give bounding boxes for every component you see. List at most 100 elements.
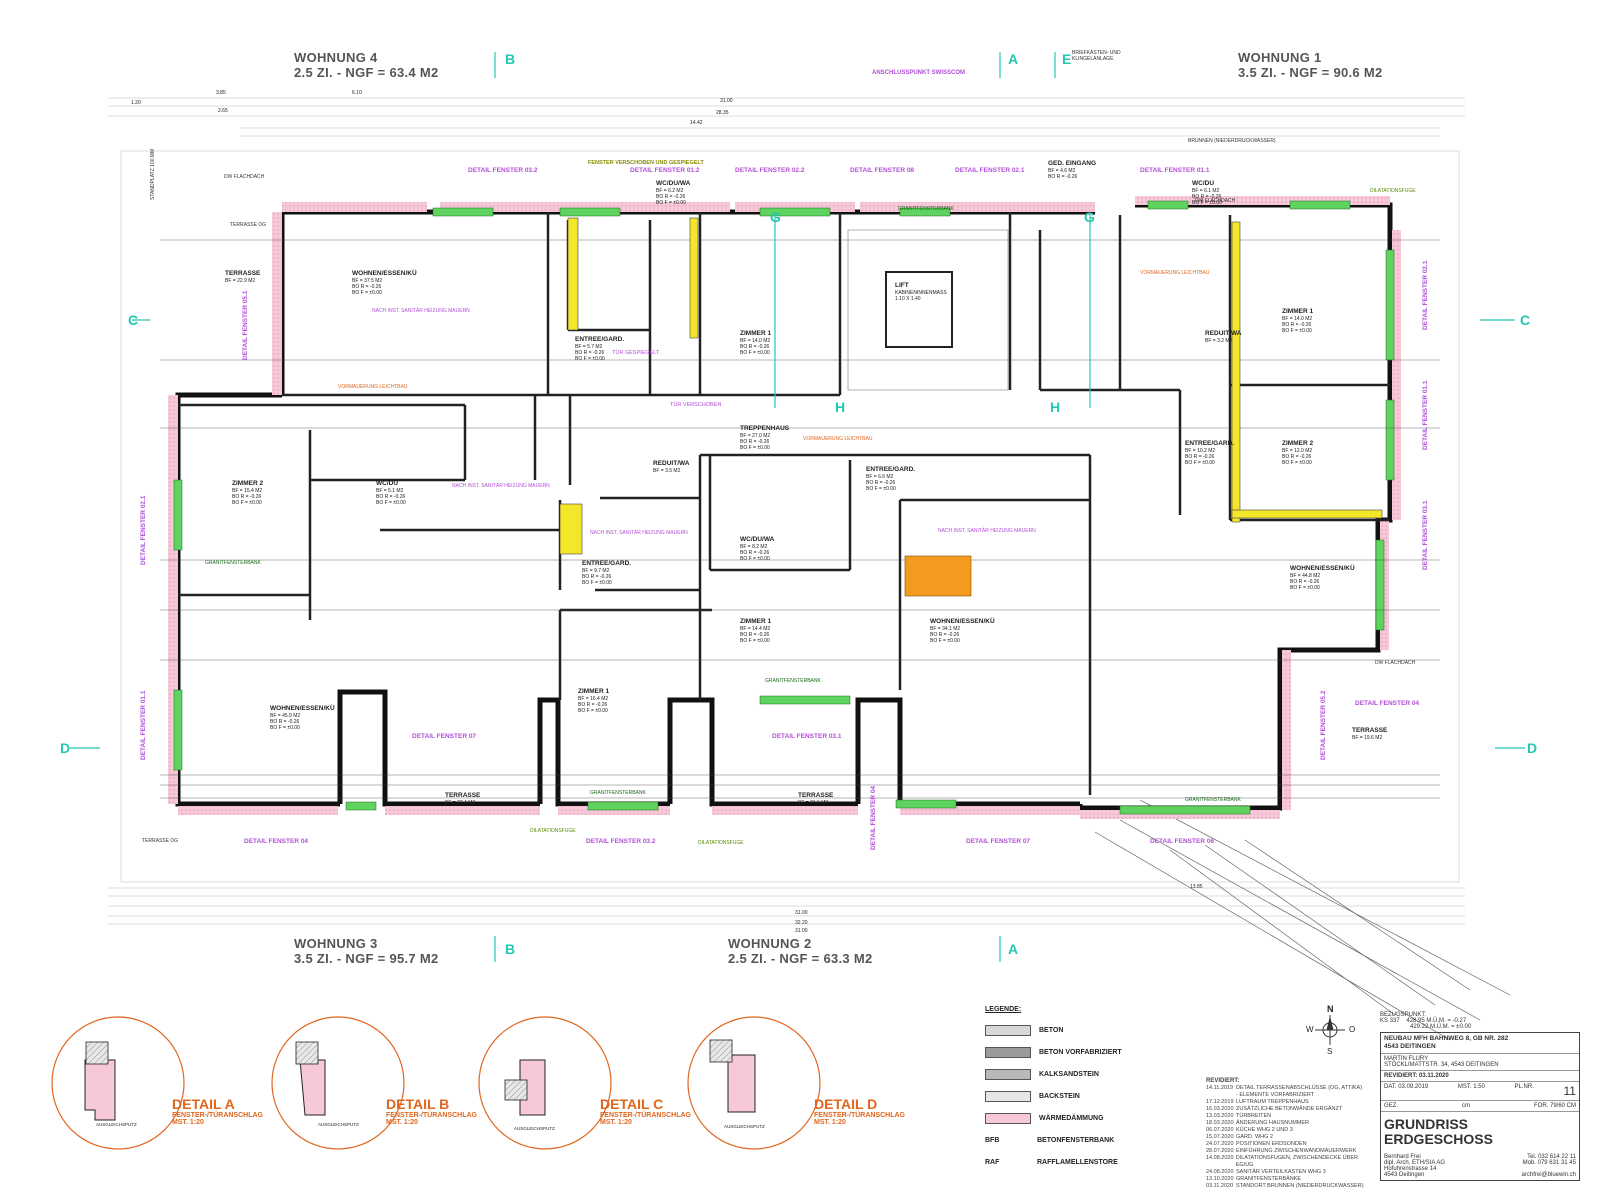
detail-d-note: AUSGLEICHSPUTZ — [724, 1124, 765, 1129]
window-detail-label: DETAIL FENSTER 04 — [244, 838, 309, 845]
detail-scale: MST. 1:20 — [814, 1119, 846, 1126]
room-metric: BF = 45.9 M2 — [270, 713, 301, 719]
revision-date: 16.03.2020 — [1206, 1106, 1234, 1112]
tb-plan-number: 11 — [1563, 1084, 1576, 1098]
room-metric: BO R = -0.26 — [1282, 454, 1312, 460]
note-dw-flachdach-1: DW FLACHDACH — [224, 174, 265, 180]
detail-bubble-content — [84, 1054, 756, 1121]
tb-tel: Tel. 032 614 22 11 — [1527, 1154, 1576, 1160]
note-briefkasten: BRIEFKASTEN- UND KLINGELANLAGE — [1072, 50, 1121, 62]
detail-a-label: DETAIL A FENSTER-/TÜRANSCHLAG MST. 1:20 — [172, 1096, 263, 1126]
room-name: TERRASSE — [798, 792, 834, 799]
svg-text:D: D — [60, 740, 70, 756]
room-metric: BO R = -0.26 — [1192, 194, 1222, 200]
detail-d-label: DETAIL D FENSTER-/TÜRANSCHLAG MST. 1:20 — [814, 1096, 905, 1126]
dimension-label: 6.10 — [352, 90, 362, 96]
revision-text: POSITIONEN ERDSONDEN — [1236, 1141, 1307, 1147]
room-name: ZIMMER 1 — [578, 688, 610, 695]
tb-cm: cm — [1462, 1103, 1470, 1109]
window-detail-label: DETAIL FENSTER 04 — [870, 785, 877, 850]
legend-swatch — [985, 1046, 1031, 1058]
note-terrasse-og-2: TERRASSE OG — [142, 838, 179, 844]
tb-plnr-label: PL.NR. — [1514, 1084, 1534, 1090]
tb-arch-2: dipl. Arch. ETH/SIA AG — [1384, 1160, 1446, 1166]
room-metric: BO F = ±0.00 — [376, 500, 406, 506]
tb-bezug: BEZUGSPUNKT: KS 337 428.95 M.Ü.M. = -0.2… — [1380, 1012, 1580, 1030]
room-metric: BO R = -0.26 — [270, 719, 300, 725]
revision-text: STANDORT BRUNNEN (NIEDERDRUCKWASSER) — [1236, 1183, 1364, 1189]
note-vormauerung-1: VORMAUERUNG LEICHTBAU — [338, 384, 408, 390]
svg-text:B: B — [505, 941, 515, 957]
tb-architect: Bernhard Frei dipl. Arch. ETH/SIA AG Hof… — [1381, 1152, 1579, 1180]
revision-text: EINFÜHRUNG ZWISCHENWANDMAUERWERK — [1236, 1148, 1357, 1154]
detail-scale: MST. 1:20 — [600, 1119, 632, 1126]
legend-label: BETON VORFABRIZIERT — [1039, 1048, 1122, 1056]
room-metric: BO R = -0.26 — [866, 480, 896, 486]
legend-abbr: BFB — [985, 1136, 1000, 1144]
tb-meta: DAT. 03.09.2019 MST. 1:50 PL.NR. 11 — [1381, 1082, 1579, 1101]
title-block: BEZUGSPUNKT: KS 337 428.95 M.Ü.M. = -0.2… — [1380, 1012, 1580, 1181]
revision-date: 13.10.2020 — [1206, 1176, 1234, 1182]
room-metric: BF = 34.1 M2 — [930, 626, 961, 632]
room-name: WC/DU/WA — [656, 180, 691, 187]
detail-b-label: DETAIL B FENSTER-/TÜRANSCHLAG MST. 1:20 — [386, 1096, 477, 1126]
tb-d1: 428.95 M.Ü.M. = -0.27 — [1406, 1018, 1467, 1024]
svg-text:C: C — [1520, 312, 1530, 328]
apartment-name: WOHNUNG 3 — [294, 936, 378, 951]
detail-name: DETAIL B — [386, 1096, 450, 1112]
compass-icon — [1315, 1015, 1345, 1045]
note-sanitaer-3: NACH INST. SANITÄR HEIZUNG MAUERN — [590, 530, 688, 536]
revision-date: 14.11.2019 — [1206, 1085, 1234, 1091]
revision-text: TÜRBREITEN — [1236, 1113, 1272, 1119]
tb-revidiert: REVIDIERT: 03.11.2020 — [1381, 1071, 1579, 1082]
window-detail-label: DETAIL FENSTER 01.2 — [630, 167, 700, 174]
note-granitfensterbank-2: GRANITFENSTERBANK — [205, 560, 261, 566]
svg-text:G: G — [770, 209, 781, 225]
room-metric: BO F = ±0.00 — [930, 638, 960, 644]
room-metric: BO R = -0.26 — [1290, 579, 1320, 585]
tb-meta2: GEZ. cm FOR. 79/60 CM — [1381, 1101, 1579, 1112]
legend-row: BETON VORFABRIZIERT — [985, 1041, 1122, 1063]
note-granitfensterbank-5: GRANITFENSTERBANK — [765, 678, 821, 684]
svg-text:D: D — [1527, 740, 1537, 756]
room-name: TERRASSE — [1352, 727, 1388, 734]
room-name: GED. EINGANG — [1048, 160, 1097, 167]
legend-label: KALKSANDSTEIN — [1039, 1070, 1099, 1078]
tb-bezug-label: BEZUGSPUNKT: — [1380, 1012, 1427, 1018]
tb-mail: archfrei@bluewin.ch — [1521, 1172, 1576, 1178]
revision-text: SANITÄR VERTEILKASTEN WHG 3 — [1236, 1169, 1326, 1175]
room-name: REDUIT/WA — [1205, 330, 1242, 337]
revision-text: LUFTRAUM TREPPENHAUS — [1236, 1099, 1309, 1105]
room-metric: BO R = -0.26 — [575, 350, 605, 356]
note-sanitaer-1: NACH INST. SANITÄR HEIZUNG MAUERN — [372, 308, 470, 314]
note-dilatationsfuge-3: DILATATIONSFUGE — [698, 840, 744, 846]
room-metric: BF = 27.0 M2 — [740, 433, 771, 439]
tb-client-name: MARTIN FLURY — [1384, 1056, 1429, 1062]
yellow-features — [559, 217, 1383, 555]
window-detail-label: DETAIL FENSTER 07 — [412, 733, 477, 740]
dimension-label: 28.35 — [716, 110, 729, 116]
legend-label: WÄRMEDÄMMUNG — [1039, 1114, 1104, 1122]
dimension-lines — [160, 239, 1440, 799]
note-dw-flachdach-3: DW FLACHDACH — [1375, 660, 1416, 666]
room-metric: BO F = ±0.00 — [1192, 200, 1222, 206]
detail-a-note: AUSGLEICHSPUTZ — [96, 1122, 137, 1127]
room-metric: BO R = -0.26 — [376, 494, 406, 500]
